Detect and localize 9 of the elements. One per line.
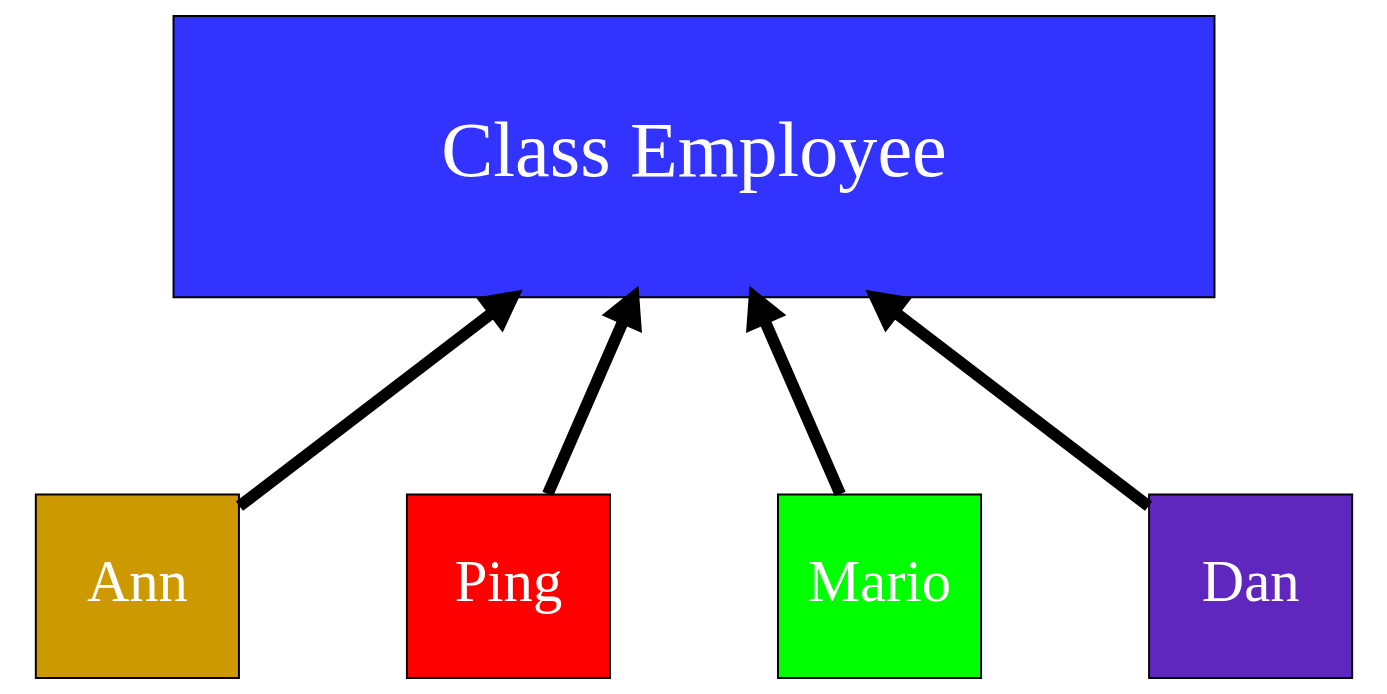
node-box: Ping bbox=[405, 493, 611, 680]
node-box: Dan bbox=[1147, 493, 1353, 680]
node-box: Mario bbox=[776, 493, 982, 680]
arrow bbox=[541, 285, 642, 497]
arrow bbox=[864, 289, 1152, 511]
arrow bbox=[235, 289, 523, 511]
node-box: Class Employee bbox=[172, 14, 1215, 299]
arrow bbox=[745, 285, 846, 497]
node-box: Ann bbox=[34, 493, 240, 680]
